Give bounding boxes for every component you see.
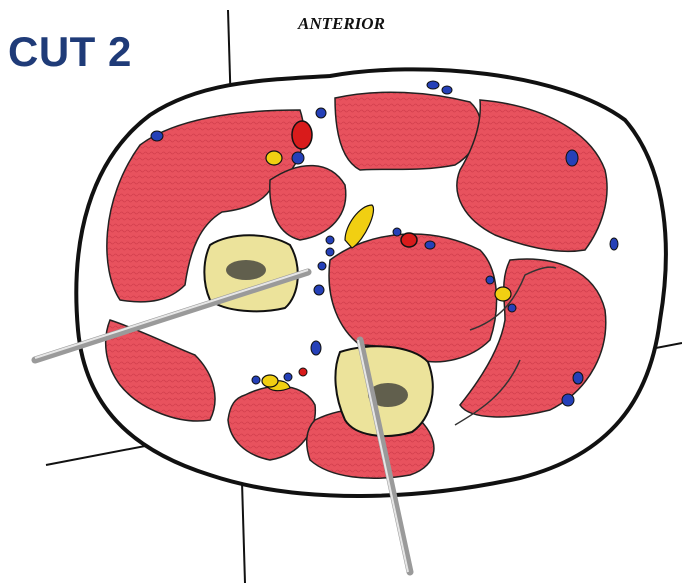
vein-dot (314, 285, 324, 295)
cut-title: CUT 2 (8, 28, 132, 76)
vein-dot (425, 241, 435, 249)
orientation-label: ANTERIOR (298, 14, 385, 34)
vein-dot (326, 248, 334, 256)
artery-dot (292, 121, 312, 149)
vein-dot (326, 236, 334, 244)
vein-dot (610, 238, 618, 250)
vein-dot (486, 276, 494, 284)
vein-dot (316, 108, 326, 118)
vein-dot (566, 150, 578, 166)
vein-dot (252, 376, 260, 384)
vein-dot (284, 373, 292, 381)
artery-dot (401, 233, 417, 247)
vein-dot (442, 86, 452, 94)
nerve-dot (266, 151, 282, 165)
vein-dot (427, 81, 439, 89)
femur-medulla (226, 260, 266, 280)
nerve-dot (262, 375, 278, 387)
artery-dot (299, 368, 307, 376)
vein-dot (292, 152, 304, 164)
vein-dot (311, 341, 321, 355)
vein-dot (508, 304, 516, 312)
vein-dot (562, 394, 574, 406)
vein-dot (573, 372, 583, 384)
vein-dot (151, 131, 163, 141)
muscle-anterior-center (335, 92, 481, 170)
vein-dot (393, 228, 401, 236)
vein-dot (318, 262, 326, 270)
nerve-dot (495, 287, 511, 301)
